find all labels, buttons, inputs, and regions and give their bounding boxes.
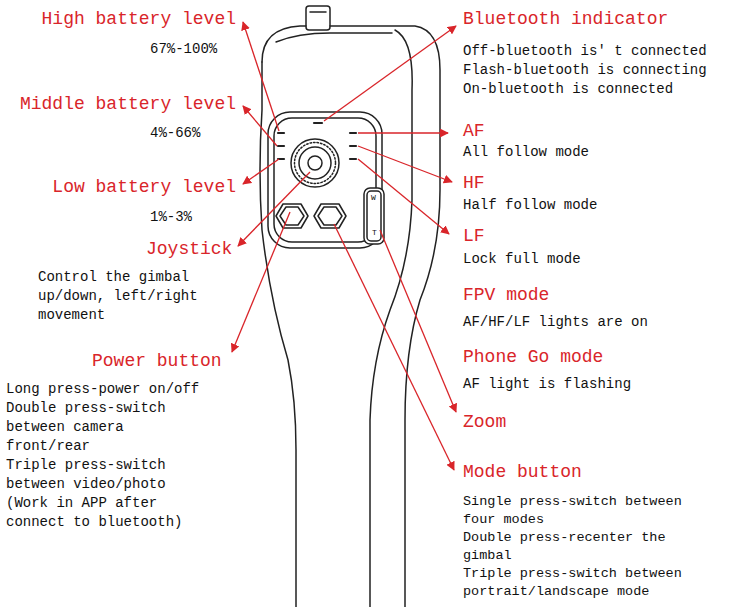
- callout-heading: FPV mode: [463, 284, 549, 307]
- callout-note: Triple press-switch between video/photo …: [6, 456, 187, 532]
- callout-note: Triple press-switch between portrait/lan…: [463, 565, 686, 601]
- callout-heading: Low battery level: [52, 176, 236, 199]
- callout-note: AF/HF/LF lights are on: [463, 313, 648, 331]
- mode-button: [314, 204, 346, 228]
- callout-note: Lock full mode: [463, 250, 581, 268]
- callout-heading: High battery level: [42, 8, 236, 31]
- callout-heading: Power button: [92, 350, 222, 373]
- callout-note: Flash-bluetooth is connecting: [463, 61, 707, 79]
- callout-heading: Phone Go mode: [463, 346, 603, 369]
- callout-note: 4%-66%: [150, 124, 200, 142]
- callout-note: 67%-100%: [150, 40, 217, 58]
- callout-note: On-bluetooth is connected: [463, 80, 673, 98]
- handle-outline: [262, 26, 440, 607]
- callout-note: 1%-3%: [150, 208, 192, 226]
- joystick: [291, 139, 339, 187]
- callout-heading: Middle battery level: [20, 93, 236, 116]
- callout-note: AF light is flashing: [463, 375, 631, 393]
- callout-note: Double press-switch between camera front…: [6, 399, 170, 456]
- leader-lines: [232, 22, 456, 470]
- callout-note: Long press-power on/off: [6, 380, 199, 399]
- zoom-rocker: [364, 188, 384, 244]
- callout-heading: LF: [463, 225, 485, 248]
- callout-heading: AF: [463, 120, 485, 143]
- callout-note: Half follow mode: [463, 196, 597, 214]
- power-button: [276, 204, 308, 228]
- callout-note: Off-bluetooth is' t connected: [463, 42, 707, 60]
- phone-clamp: [306, 6, 330, 30]
- callout-heading: Joystick: [146, 238, 232, 261]
- callout-heading: Zoom: [463, 411, 506, 434]
- handle-bevel: [370, 30, 412, 607]
- callout-heading: Bluetooth indicator: [463, 8, 668, 31]
- callout-note: Double press-recenter the gimbal: [463, 529, 686, 565]
- callout-heading: Mode button: [463, 461, 582, 484]
- callout-heading: HF: [463, 172, 485, 195]
- callout-note: Single press-switch between four modes: [463, 493, 686, 529]
- callout-note: All follow mode: [463, 143, 589, 161]
- device-marking: T: [372, 228, 377, 238]
- indicator-lights: [278, 123, 356, 159]
- callout-note: Control the gimbal up/down, left/right m…: [38, 268, 202, 325]
- device-marking: W: [371, 193, 376, 203]
